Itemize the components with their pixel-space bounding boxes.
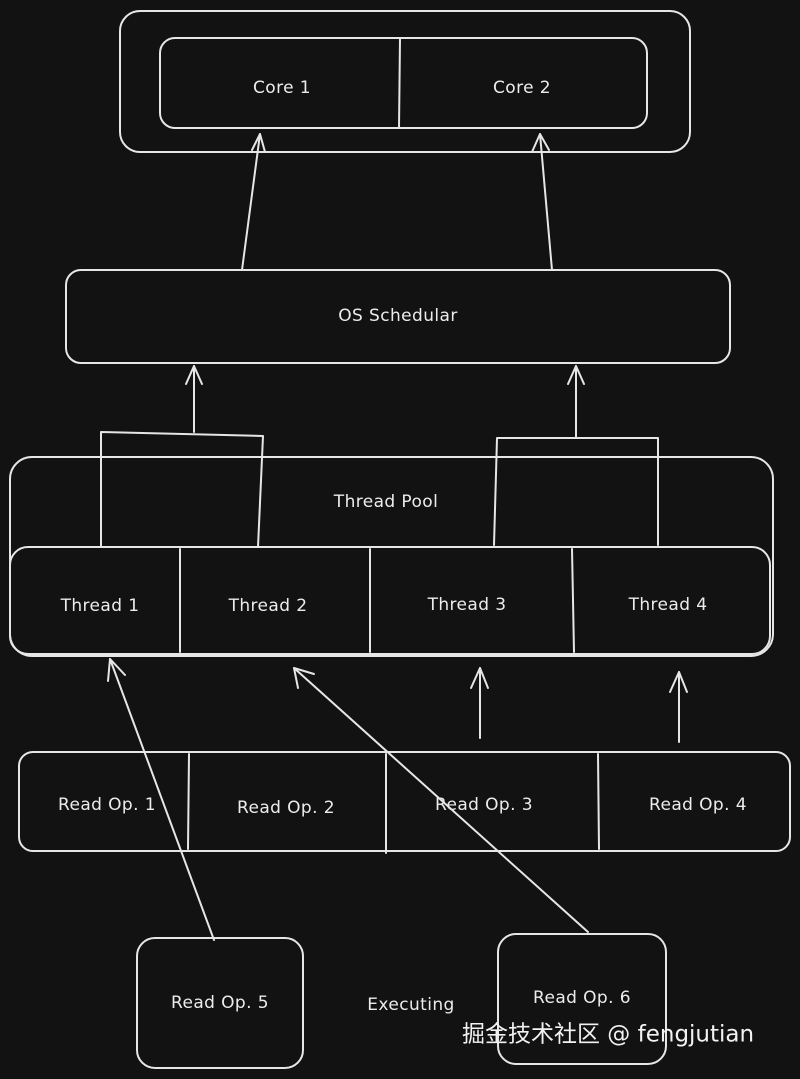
scheduler-to-core-1-arrow xyxy=(241,133,266,271)
read-op-3-label: Read Op. 3 xyxy=(435,795,533,815)
read-op-3-to-thread-3-arrow xyxy=(470,667,489,739)
read-op-4-to-thread-4-arrow xyxy=(669,671,688,743)
read-op-4-label: Read Op. 4 xyxy=(649,795,747,815)
scheduler-group: OS Schedular xyxy=(65,269,731,364)
thread-2-label: Thread 2 xyxy=(228,596,308,616)
read-op-1-label: Read Op. 1 xyxy=(58,795,156,815)
thread-3-label: Thread 3 xyxy=(427,595,507,615)
cores-divider xyxy=(398,38,401,129)
core-1-label: Core 1 xyxy=(253,78,311,98)
read-queue-box xyxy=(18,751,791,852)
read-op-5-label: Read Op. 5 xyxy=(171,993,269,1013)
thread-1-label: Thread 1 xyxy=(60,596,140,616)
read-queue-group: Read Op. 1 Read Op. 2 Read Op. 3 Read Op… xyxy=(18,751,791,854)
thread-divider-3 xyxy=(571,548,575,653)
threads-3-4-connector xyxy=(493,365,659,546)
read-op-5-to-thread-1-arrow xyxy=(107,658,215,941)
cores-box xyxy=(159,37,648,129)
thread-pool-group: Thread Pool Thread 1 Thread 2 Thread 3 T… xyxy=(9,456,774,657)
executing-label: Executing xyxy=(367,995,454,1015)
read-divider-3 xyxy=(597,753,600,850)
cpu-outer-box xyxy=(119,10,691,153)
read-op-5-box xyxy=(136,937,304,1069)
read-op-6-to-thread-2-arrow xyxy=(293,667,589,933)
read-op-6-label: Read Op. 6 xyxy=(533,988,631,1008)
threads-1-2-connector xyxy=(100,365,264,548)
watermark: 掘金技术社区 @ fengjutian xyxy=(462,1022,754,1048)
scheduler-to-core-2-arrow xyxy=(531,133,553,271)
scheduler-label: OS Schedular xyxy=(338,306,457,326)
thread-pool-box xyxy=(9,456,774,657)
scheduler-box xyxy=(65,269,731,364)
thread-pool-label: Thread Pool xyxy=(333,492,438,512)
threads-row-box xyxy=(9,546,771,655)
read-op-2-label: Read Op. 2 xyxy=(237,798,335,818)
thread-4-label: Thread 4 xyxy=(628,595,708,615)
read-op-6-box xyxy=(497,933,667,1065)
read-divider-1 xyxy=(187,753,190,850)
cpu-group: Core 1 Core 2 xyxy=(119,10,691,153)
core-2-label: Core 2 xyxy=(493,78,551,98)
pending-read-ops: Read Op. 5 Read Op. 6 xyxy=(136,933,667,1069)
